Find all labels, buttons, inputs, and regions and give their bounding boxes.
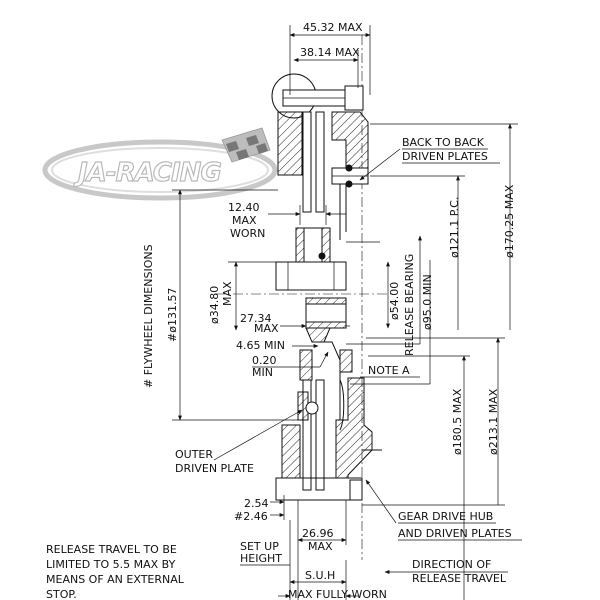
dim-34-80: ø34.80 MAX (208, 261, 290, 331)
dim-27-34-max: MAX (254, 322, 279, 335)
worn-label-1: 12.40 (228, 201, 260, 214)
dim-34-80-max: MAX (221, 281, 234, 306)
direction-label-1: DIRECTION OF (412, 558, 491, 571)
max-fully-worn-label: MAX FULLY WORN (288, 588, 387, 600)
setup-label-2: HEIGHT (240, 552, 282, 565)
dim-45-32-label: 45.32 MAX (303, 21, 363, 34)
checkered-flag-icon (221, 127, 271, 163)
dim-27-34-label: 27.34 (240, 312, 272, 325)
lower-hub (275, 341, 382, 501)
dim-34-80-label: ø34.80 (208, 286, 221, 324)
setup-label-1: SET UP (240, 540, 279, 553)
dim-180-5: ø180.5 MAX (368, 355, 470, 600)
flywheel-dimension: # FLYWHEEL DIMENSIONS #ø131.57 (142, 189, 298, 421)
dim-26-96-max: MAX (308, 540, 333, 553)
dim-12-40-worn: 12.40 MAX WORN (228, 201, 346, 240)
dim-0-20-min: MIN (252, 366, 273, 379)
outer-label-2: DRIVEN PLATE (175, 462, 254, 475)
gear-label-2: AND DRIVEN PLATES (398, 527, 512, 540)
release-travel-note: RELEASE TRAVEL TO BE LIMITED TO 5.5 MAX … (46, 543, 185, 600)
direction-label-2: RELEASE TRAVEL (412, 572, 507, 585)
dim-26-96: 26.96 MAX (297, 500, 347, 600)
release-bearing-dims: ø54.00 RELEASE BEARING ø95.0 MIN (346, 235, 434, 356)
gear-drive-hub-callout: GEAR DRIVE HUB AND DRIVEN PLATES (365, 479, 522, 541)
dim-95-label: ø95.0 MIN (421, 274, 434, 330)
gear-label-1: GEAR DRIVE HUB (398, 510, 493, 523)
back-to-back-label-2: DRIVEN PLATES (402, 150, 488, 163)
dim-27-34: 27.34 MAX (240, 312, 350, 335)
logo-text: JA-RACING (73, 158, 221, 188)
note-line-2: LIMITED TO 5.5 MAX BY (46, 558, 176, 571)
upper-hub (275, 227, 347, 291)
dim-121-1-label: ø121.1 P.C. (448, 197, 461, 258)
dim-38-14: 38.14 MAX (293, 46, 360, 88)
dim-121-1: ø121.1 P.C. (370, 175, 465, 330)
dim-213-1: ø213.1 MAX (362, 337, 505, 506)
dim-2-54: 2.54 #2.46 (234, 495, 285, 523)
release-bearing (305, 297, 347, 343)
dim-170-25: ø170.25 MAX (370, 123, 518, 330)
dim-0-20: 0.20 MIN (252, 351, 329, 379)
dim-45-32: 45.32 MAX (289, 21, 371, 95)
dim-170-25-label: ø170.25 MAX (503, 184, 516, 258)
note-a-label: NOTE A (368, 364, 410, 377)
direction-of-release-travel: DIRECTION OF RELEASE TRAVEL (384, 558, 508, 585)
dim-4-65: 4.65 MIN (236, 339, 319, 352)
dim-2-46-label: #2.46 (234, 510, 268, 523)
flywheel-value: #ø131.57 (166, 288, 179, 342)
release-bearing-label: RELEASE BEARING (403, 254, 416, 356)
suh-dimension: S.U.H MAX FULLY WORN (278, 560, 387, 600)
back-to-back-callout: BACK TO BACK DRIVEN PLATES (359, 136, 500, 181)
ja-racing-logo: JA-RACING (42, 127, 278, 201)
dim-180-5-label: ø180.5 MAX (451, 388, 464, 455)
flywheel-label: # FLYWHEEL DIMENSIONS (142, 244, 155, 388)
dim-54-label: ø54.00 (388, 282, 401, 320)
cover-assembly (271, 73, 369, 240)
suh-label: S.U.H (305, 569, 335, 582)
worn-label-2: MAX (232, 214, 257, 227)
note-a-callout: NOTE A (350, 260, 431, 385)
dim-26-96-label: 26.96 (302, 527, 334, 540)
dim-4-65-label: 4.65 MIN (236, 339, 285, 352)
set-up-height: SET UP HEIGHT (240, 520, 291, 600)
worn-label-3: WORN (230, 227, 265, 240)
note-line-3: MEANS OF AN EXTERNAL (46, 573, 185, 586)
dim-213-1-label: ø213.1 MAX (487, 388, 500, 455)
note-line-1: RELEASE TRAVEL TO BE (46, 543, 177, 556)
dim-0-20-label: 0.20 (252, 354, 277, 367)
back-to-back-label-1: BACK TO BACK (402, 136, 485, 149)
dim-38-14-label: 38.14 MAX (300, 46, 360, 59)
outer-label-1: OUTER (175, 448, 213, 461)
dim-2-54-label: 2.54 (244, 497, 269, 510)
outer-driven-plate-callout: OUTER DRIVEN PLATE (175, 409, 303, 475)
note-line-4: STOP. (46, 588, 77, 600)
